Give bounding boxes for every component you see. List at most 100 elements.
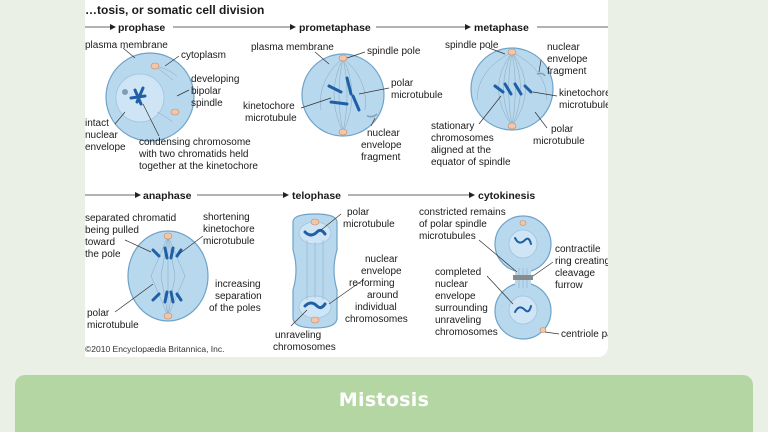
label-c-nuclear: nuclear [435, 279, 468, 290]
label-c-ring: ring creating [555, 256, 608, 267]
label-a-polar-microtubule: microtubule [87, 320, 139, 331]
leader-line [124, 239, 152, 253]
label-t-nuclear: nuclear [365, 254, 398, 265]
label-c-microtubules: microtubules [419, 231, 476, 242]
leader-line [488, 47, 506, 55]
leader-line [370, 117, 376, 127]
leader-line [300, 97, 332, 109]
label-m-kin-microtubule: microtubule [559, 100, 608, 111]
label-a-separation: separation [215, 291, 262, 302]
label-a-separated: separated chromatid [85, 213, 176, 224]
label-m-equator: equator of spindle [431, 157, 511, 168]
stage-arrow-head [283, 192, 289, 198]
label-a-polar: polar [87, 308, 110, 319]
label-developing: developing [191, 74, 239, 85]
label-nuclear: nuclear [85, 130, 118, 141]
leader-line [328, 279, 364, 305]
label-m-kinetochore: kinetochore [559, 88, 608, 99]
prometaphase-cell [301, 53, 385, 137]
label-m-aligned: aligned at the [431, 145, 491, 156]
leader-line [142, 103, 160, 137]
leader-line [358, 87, 390, 95]
figure-title: …tosis, or somatic cell division [85, 3, 264, 17]
label-a-microtubule: microtubule [203, 236, 255, 247]
label-m-envelope: envelope [547, 54, 588, 65]
label-m-fragment: fragment [547, 66, 587, 77]
caption-title: Mistosis [338, 388, 430, 411]
label-envelope: envelope [85, 142, 126, 153]
label-c-cleavage: cleavage [555, 268, 595, 279]
label-a-pole: the pole [85, 249, 121, 260]
label-pm-nuclear: nuclear [367, 128, 400, 139]
anaphase-cell [127, 230, 209, 322]
leader-line [478, 239, 518, 273]
stage-prometaphase: prometaphase [299, 22, 371, 34]
stage-arrow-head [135, 192, 141, 198]
leader-line [122, 47, 136, 59]
label-c-chromosomes: chromosomes [435, 327, 498, 338]
stage-arrow-head [469, 192, 475, 198]
label-pm-kinetochore: kinetochore [243, 101, 295, 112]
label-a-pulled: being pulled [85, 225, 139, 236]
label-pm-polar: polar [391, 78, 414, 89]
leader-line [538, 59, 542, 73]
leader-line [534, 111, 548, 129]
stage-anaphase: anaphase [143, 190, 192, 202]
label-a-shortening: shortening [203, 212, 250, 223]
label-m-spindle-pole: spindle pole [445, 40, 499, 51]
leader-line [478, 95, 502, 125]
cytokinesis-cell [494, 215, 552, 340]
label-a-of-poles: of the poles [209, 303, 261, 314]
stage-metaphase: metaphase [474, 22, 529, 34]
leader-line [544, 331, 560, 335]
label-pm-plasma: plasma membrane [251, 42, 334, 53]
leader-line [320, 213, 342, 231]
label-intact: intact [85, 118, 109, 129]
label-a-increasing: increasing [215, 279, 261, 290]
mitosis-figure: …tosis, or somatic cell division prophas… [85, 0, 608, 357]
label-t-individual: individual [355, 302, 397, 313]
leader-line [532, 261, 554, 277]
label-t-polar: polar [347, 207, 370, 218]
label-t-envelope: envelope [361, 266, 402, 277]
label-pm-spindle-pole: spindle pole [367, 46, 421, 57]
stage-prophase: prophase [118, 22, 165, 34]
leader-line [290, 309, 308, 327]
leader-line [176, 89, 190, 97]
label-t-unraveling: unraveling [275, 330, 321, 341]
label-spindle: spindle [191, 98, 223, 109]
stage-telophase: telophase [292, 190, 341, 202]
stage-cytokinesis: cytokinesis [478, 190, 535, 202]
label-c-surrounding: surrounding [435, 303, 488, 314]
label-m-polar-microtubule: microtubule [533, 136, 585, 147]
label-t-around: around [367, 290, 398, 301]
label-pm-fragment: fragment [361, 152, 401, 163]
label-c-envelope: envelope [435, 291, 476, 302]
label-t-unr-chromosomes: chromosomes [273, 342, 336, 353]
label-bipolar: bipolar [191, 86, 222, 97]
prophase-cell [105, 52, 195, 142]
metaphase-cell [470, 47, 554, 131]
leader-line [114, 111, 126, 125]
stage-arrow-head [465, 24, 471, 30]
label-c-unraveling: unraveling [435, 315, 481, 326]
label-c-contractile: contractile [555, 244, 601, 255]
label-condensing-1: condensing chromosome [139, 137, 251, 148]
leader-line [114, 283, 154, 313]
label-m-chromosomes: chromosomes [431, 133, 494, 144]
caption-bar: Mistosis [15, 375, 753, 432]
label-pm-envelope: envelope [361, 140, 402, 151]
stage-arrow-head [290, 24, 296, 30]
stage-arrow-head [110, 24, 116, 30]
leader-line [532, 91, 558, 97]
label-c-furrow: furrow [555, 280, 584, 291]
label-pm-kin-microtubule: microtubule [245, 113, 297, 124]
label-pm-microtubule: microtubule [391, 90, 443, 101]
leader-line [314, 51, 330, 65]
label-plasma-membrane: plasma membrane [85, 40, 168, 51]
leader-line [164, 55, 180, 67]
label-condensing-3: together at the kinetochore [139, 161, 258, 172]
figure-credit: ©2010 Encyclopædia Britannica, Inc. [85, 344, 225, 354]
label-c-centriole: centriole pair [561, 329, 608, 340]
label-a-kinetochore: kinetochore [203, 224, 255, 235]
